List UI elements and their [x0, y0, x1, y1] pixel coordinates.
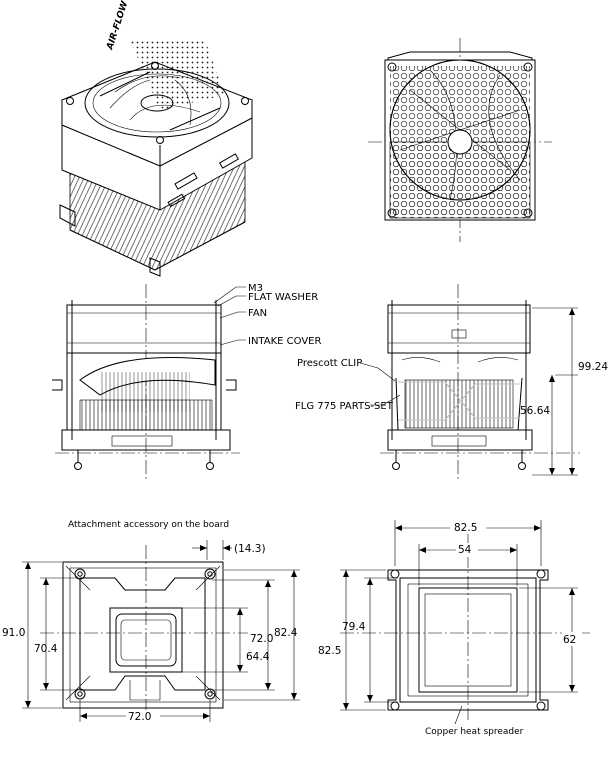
dimension-14-3: (14.3) — [234, 543, 266, 555]
side-view-right: Prescott CLIP FLG 775 PARTS-SET 99.24 56… — [295, 284, 608, 482]
side-view-left: M3 FLAT WASHER FAN INTAKE COVER — [52, 283, 321, 482]
overall-height-dimension: 99.24 — [578, 361, 608, 373]
clip-height-dimension: 56.64 — [520, 405, 550, 417]
attachment-accessory-view: Attachment accessory on the board 91.0 7… — [2, 520, 300, 723]
dimension-82-5-width: 82.5 — [454, 522, 477, 534]
dimension-72-horizontal: 72.0 — [128, 711, 151, 723]
flat-washer-callout: FLAT WASHER — [248, 292, 318, 303]
dimension-72-vertical: 72.0 — [250, 633, 273, 645]
dimension-62: 62 — [563, 634, 576, 646]
attachment-caption: Attachment accessory on the board — [68, 520, 229, 530]
fan-callout: FAN — [248, 308, 267, 319]
prescott-clip-callout: Prescott CLIP — [297, 358, 362, 369]
copper-spreader-caption: Copper heat spreader — [425, 727, 524, 737]
m3-callout: M3 — [248, 283, 263, 294]
airflow-label: AIR-FLOW — [105, 0, 131, 52]
top-view — [368, 38, 552, 242]
dimension-64-4: 64.4 — [246, 651, 270, 663]
intake-cover-callout: INTAKE COVER — [248, 336, 321, 347]
flg-parts-callout: FLG 775 PARTS-SET — [295, 401, 394, 412]
isometric-view: AIR-FLOW — [59, 0, 254, 277]
dimension-91: 91.0 — [2, 627, 25, 639]
copper-spreader-view: 82.5 54 82.5 79.4 62 Copper heat spreade… — [318, 520, 590, 737]
dimension-79-4: 79.4 — [342, 621, 366, 633]
dimension-70-4: 70.4 — [34, 643, 58, 655]
dimension-82-4: 82.4 — [274, 627, 298, 639]
dimension-82-5-height: 82.5 — [318, 645, 341, 657]
dimension-54: 54 — [458, 544, 472, 556]
